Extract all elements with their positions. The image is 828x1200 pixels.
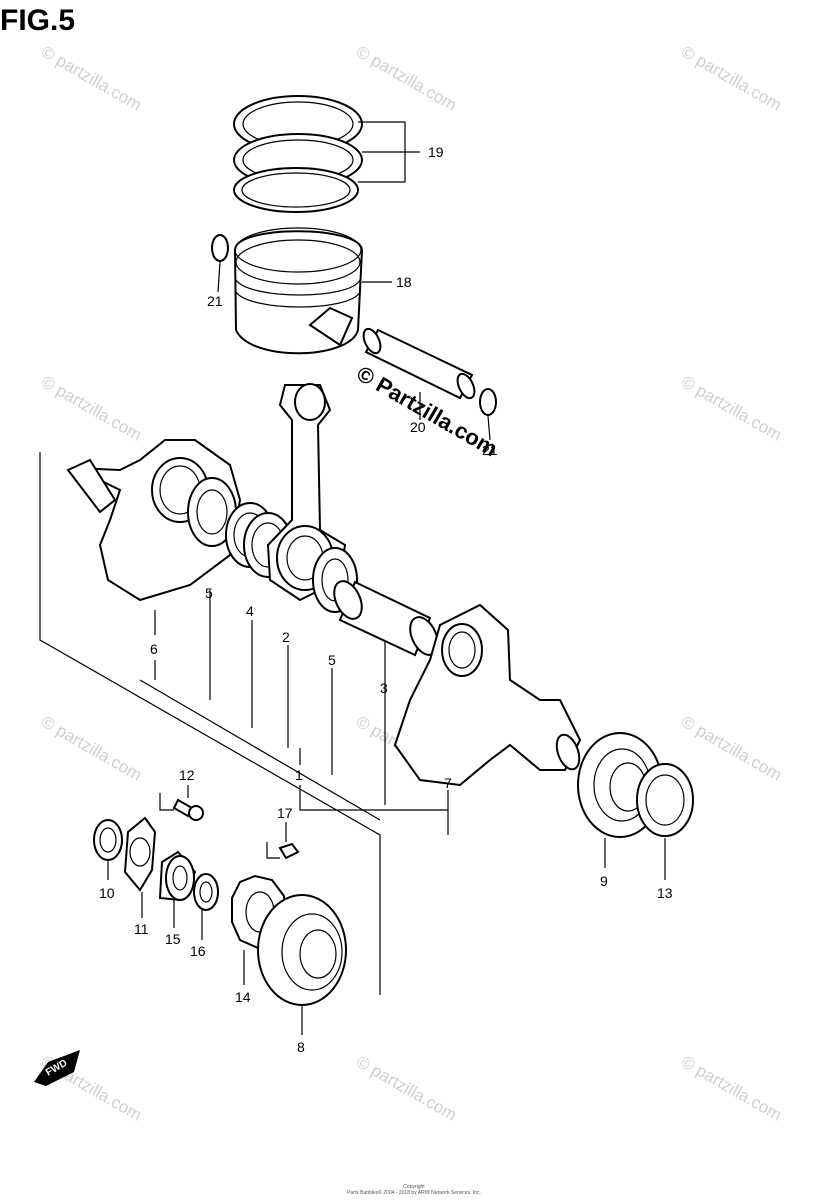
spacer	[158, 850, 197, 928]
retainer-plate	[123, 816, 157, 918]
copyright-line: Parts Bubbles© 2004 - 2018 by ARI® Netwo…	[347, 1190, 481, 1196]
figure-title: FIG.5	[0, 4, 76, 37]
watermark: © partzilla.com	[678, 372, 785, 445]
callouts: 19 18 21 21 20 5 4 2 6 5 3 1 7 12 17 9 1…	[99, 144, 673, 1055]
callout-8: 8	[297, 1039, 305, 1055]
callout-21: 21	[482, 442, 498, 458]
callout-10: 10	[99, 885, 115, 901]
right-crank-web	[393, 603, 582, 787]
callout-20: 20	[410, 419, 426, 435]
callout-21: 21	[207, 293, 223, 309]
callout-16: 16	[190, 943, 206, 959]
piston-pin	[362, 327, 476, 420]
thrust-washer-left	[187, 477, 237, 547]
watermark: © partzilla.com	[38, 42, 145, 115]
main-bearing-left	[257, 894, 347, 1035]
callout-13: 13	[657, 885, 673, 901]
callout-12: 12	[179, 767, 195, 783]
callout-5: 5	[205, 585, 213, 601]
oil-seal	[93, 819, 123, 880]
fwd-arrow: FWD	[34, 1050, 80, 1086]
watermark: © partzilla.com	[353, 1052, 460, 1125]
crank-pin	[333, 580, 439, 657]
assembly-frame	[39, 452, 449, 995]
callout-7: 7	[444, 775, 452, 791]
watermark: © partzilla.com	[38, 372, 145, 445]
watermark: © partzilla.com	[678, 42, 785, 115]
bearing-retainer	[636, 763, 694, 880]
left-crank-web	[66, 439, 242, 602]
watermark: © partzilla.com	[678, 1052, 785, 1125]
callout-19: 19	[428, 144, 444, 160]
copyright-line: Copyright	[403, 1184, 425, 1190]
watermark: © partzilla.com	[678, 712, 785, 785]
watermark: © partzilla.com	[38, 712, 145, 785]
callout-6: 6	[150, 641, 158, 657]
bolt	[159, 785, 204, 821]
callout-3: 3	[380, 680, 388, 696]
watermark: © partzilla.com	[353, 42, 460, 115]
piston	[233, 227, 392, 355]
callout-5: 5	[328, 652, 336, 668]
callout-15: 15	[165, 931, 181, 947]
callout-2: 2	[282, 629, 290, 645]
callout-4: 4	[246, 603, 254, 619]
key	[266, 822, 300, 860]
piston-circlips	[211, 234, 497, 441]
callout-18: 18	[396, 274, 412, 290]
callout-14: 14	[235, 989, 251, 1005]
callout-1: 1	[295, 767, 303, 783]
copyright: Copyright Parts Bubbles© 2004 - 2018 by …	[0, 1184, 828, 1196]
callout-9: 9	[600, 873, 608, 889]
callout-17: 17	[277, 805, 293, 821]
washer	[193, 873, 219, 940]
callout-11: 11	[134, 921, 149, 937]
piston-rings	[233, 95, 420, 213]
